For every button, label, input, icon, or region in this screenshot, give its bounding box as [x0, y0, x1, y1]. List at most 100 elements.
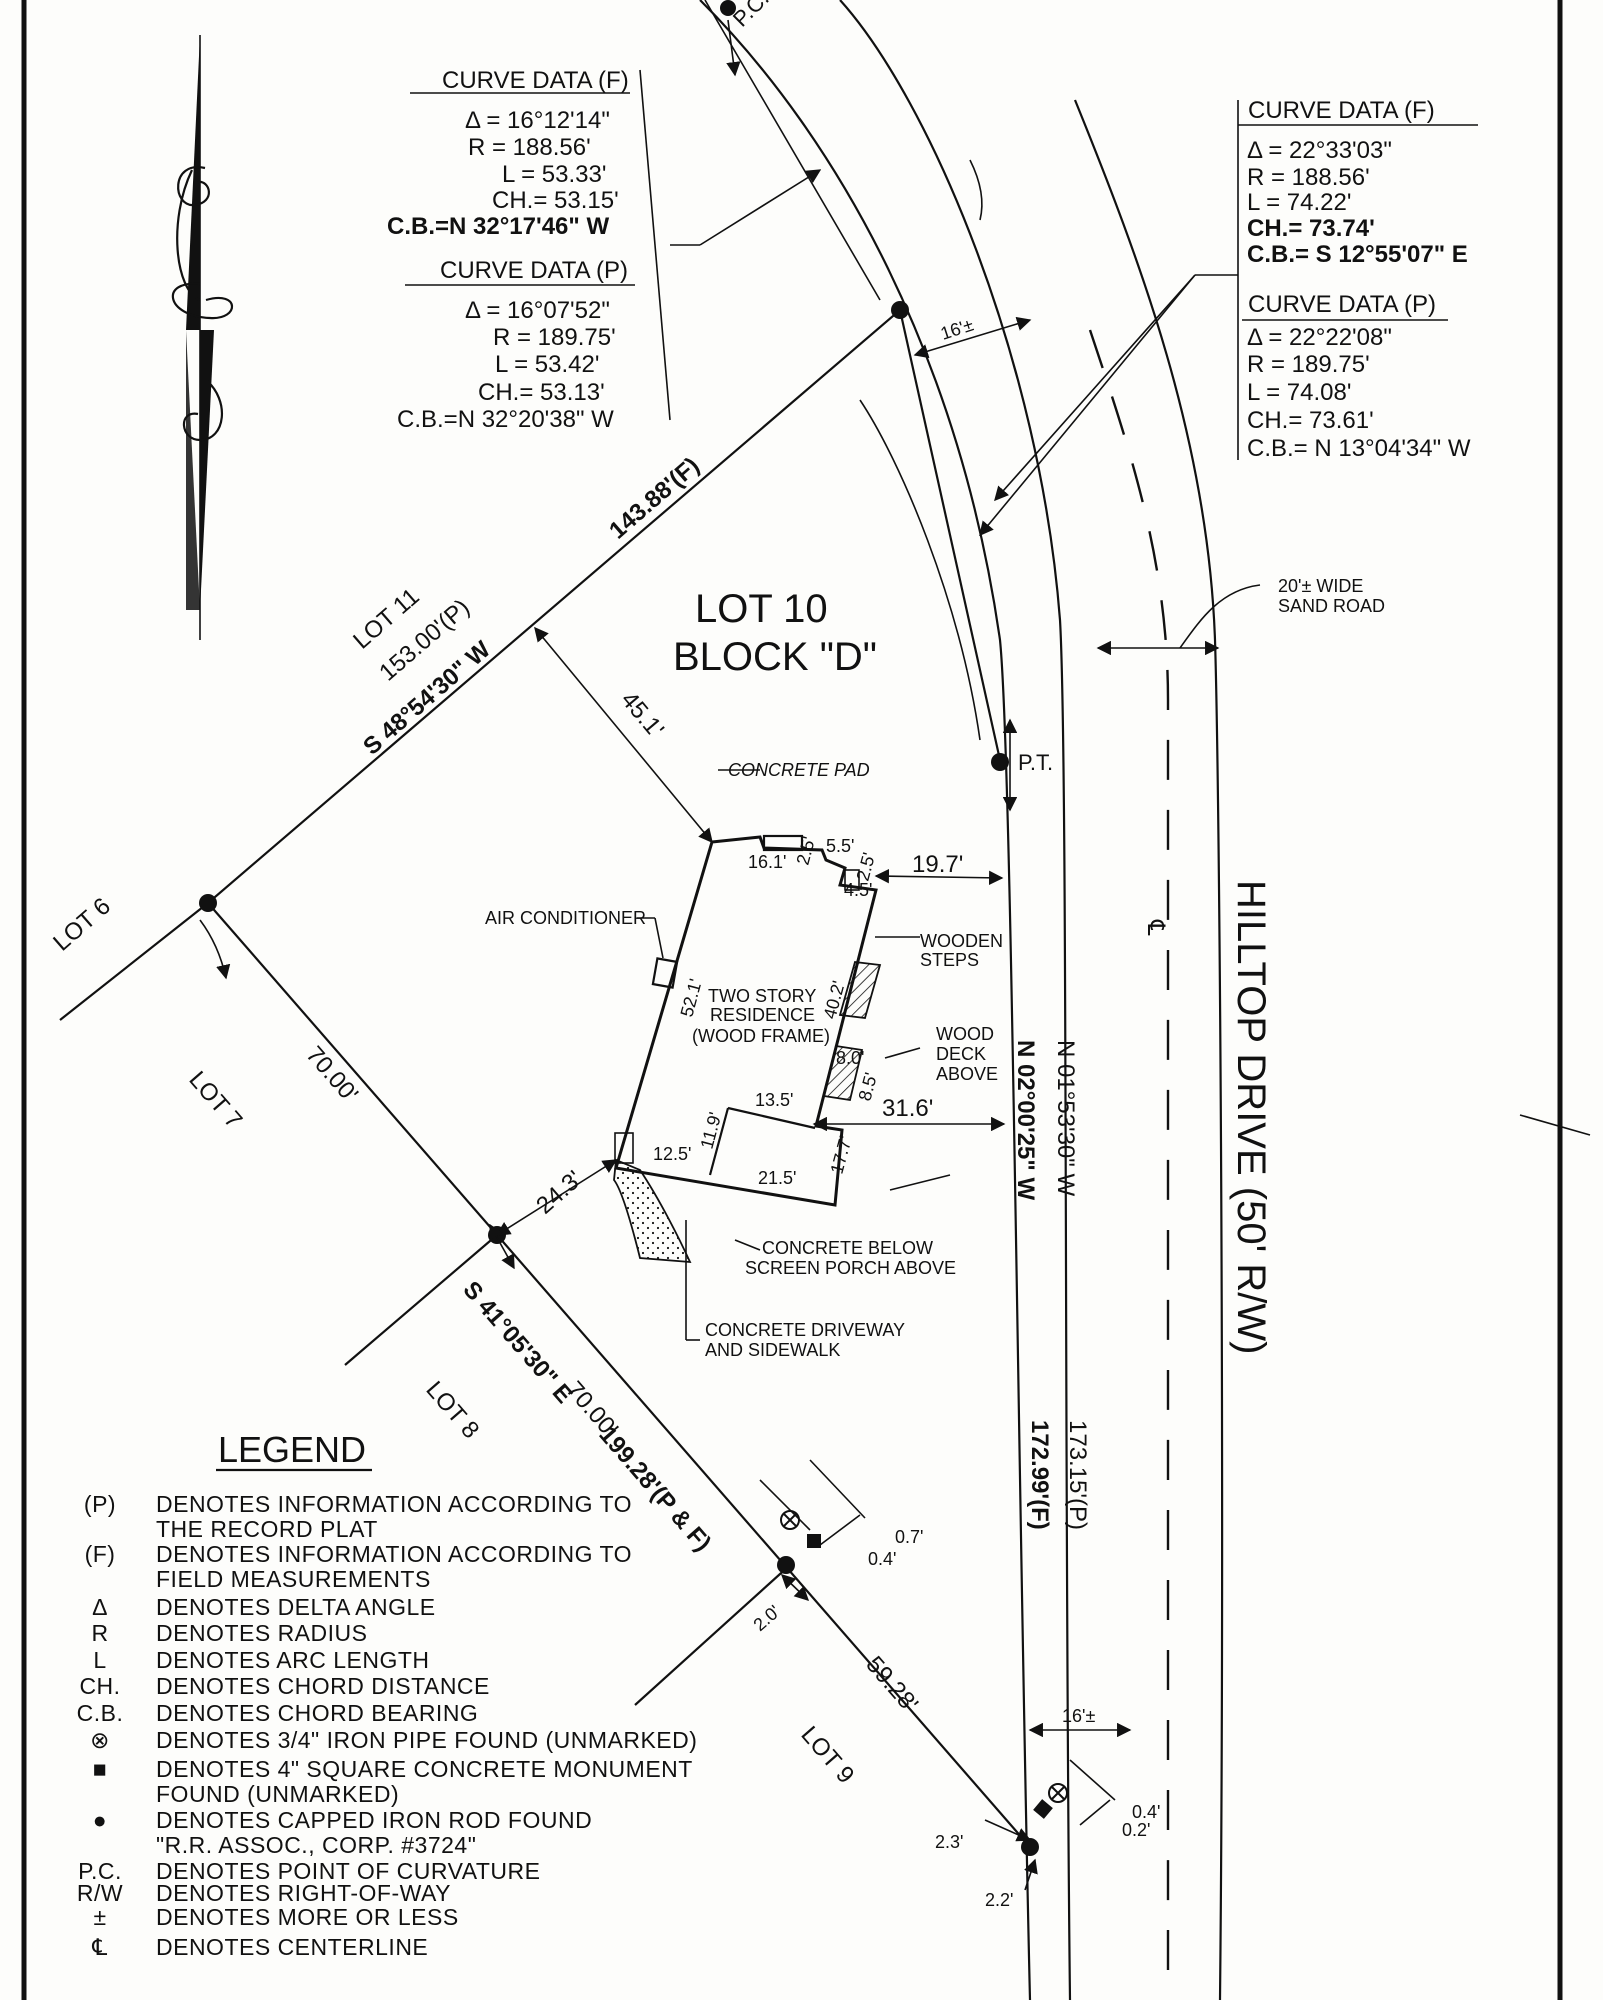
curve-title: CURVE DATA (P) [1248, 291, 1436, 318]
wood-deck-label: ABOVE [936, 1064, 998, 1084]
curve-title: CURVE DATA (F) [442, 67, 629, 94]
curve-bearing: C.B.=N 32°20'38" W [397, 406, 614, 433]
concrete-driveway [613, 1132, 692, 1264]
curve-radius: R = 188.56' [1247, 164, 1370, 191]
wooden-steps-label: WOODEN [920, 931, 1003, 951]
legend-text: DENOTES 3/4" IRON PIPE FOUND (UNMARKED) [156, 1727, 697, 1753]
dimension: 12.5' [653, 1144, 691, 1164]
residence-outline [614, 834, 878, 1207]
legend-text: DENOTES ARC LENGTH [156, 1647, 430, 1673]
curve-data-f-left: CURVE DATA (F) Δ = 16°12'14" R = 188.56'… [387, 67, 629, 240]
dimension: 4.5' [844, 880, 872, 900]
air-conditioner [637, 917, 679, 989]
legend-symbol: ± [93, 1904, 106, 1930]
curve-chord: CH.= 53.15' [492, 187, 619, 214]
residence-label: TWO STORY [708, 986, 816, 1006]
curve-length: L = 74.08' [1247, 379, 1351, 406]
legend-symbol: ℄ [91, 1934, 107, 1960]
curve-data-f-right: CURVE DATA (F) Δ = 22°33'03" R = 188.56'… [1247, 97, 1468, 268]
dimension: 143.88'(F) [604, 452, 705, 544]
wood-deck [822, 1044, 864, 1102]
air-conditioner-label: AIR CONDITIONER [485, 908, 646, 928]
dimension: 2.5' [853, 850, 880, 883]
curve-length: L = 53.42' [495, 351, 599, 378]
legend-text: DENOTES RIGHT-OF-WAY [156, 1880, 451, 1906]
wooden-steps-label: STEPS [920, 950, 979, 970]
curve-chord: CH.= 53.13' [478, 379, 605, 406]
legend-title: LEGEND [218, 1429, 366, 1470]
curve-delta: Δ = 22°33'03" [1247, 137, 1392, 164]
dimension: 16'± [1062, 1706, 1095, 1726]
legend-symbol: P.C. [78, 1858, 122, 1884]
dimension: 17.7' [827, 1134, 856, 1176]
driveway-label: AND SIDEWALK [705, 1340, 840, 1360]
legend-text: DENOTES CAPPED IRON ROD FOUND [156, 1807, 592, 1833]
curve-bearing: C.B.=N 32°17'46" W [387, 213, 609, 240]
residence-label: (WOOD FRAME) [692, 1026, 830, 1046]
legend-text: DENOTES RADIUS [156, 1620, 367, 1646]
legend-symbol: (F) [85, 1541, 116, 1567]
curve-title: CURVE DATA (F) [1248, 97, 1435, 124]
dimension: 11.9' [697, 1110, 726, 1151]
legend-symbol: (P) [84, 1491, 116, 1517]
dimension-arrows [199, 19, 1591, 1891]
dimension: 2.3' [935, 1832, 963, 1852]
road-name: HILLTOP DRIVE (50' R/W) [1229, 880, 1273, 1354]
concrete-below-label: CONCRETE BELOW [762, 1238, 933, 1258]
dimension: 5.5' [826, 836, 854, 856]
dimension: 0.4' [1132, 1802, 1160, 1822]
legend-text: DENOTES INFORMATION ACCORDING TO [156, 1541, 632, 1567]
legend-symbol: C.B. [77, 1700, 124, 1726]
curve-delta: Δ = 16°07'52" [465, 297, 610, 324]
lot-boundaries [59, 0, 1031, 1848]
legend-text: DENOTES CHORD DISTANCE [156, 1673, 490, 1699]
curve-radius: R = 188.56' [468, 134, 591, 161]
block-label: BLOCK "D" [673, 635, 877, 679]
curve-radius: R = 189.75' [493, 324, 616, 351]
legend: LEGEND (P) DENOTES INFORMATION ACCORDING … [77, 1429, 697, 1960]
dimension: 13.5' [755, 1090, 793, 1110]
dimension: 173.15'(P) [1064, 1420, 1091, 1530]
dimension: 199.28'(P & F) [593, 1421, 716, 1556]
dimension: 172.99'(F) [1026, 1420, 1053, 1530]
curve-title: CURVE DATA (P) [440, 257, 628, 284]
dimension: 2.0' [750, 1601, 785, 1635]
dimension: 0.2' [1122, 1820, 1150, 1840]
legend-symbol: Δ [92, 1594, 108, 1620]
legend-text: DENOTES CENTERLINE [156, 1934, 428, 1960]
dimension: 19.7' [912, 851, 963, 878]
pt-label: P.T. [1018, 750, 1053, 775]
legend-text: FOUND (UNMARKED) [156, 1781, 399, 1807]
curve-length: L = 53.33' [502, 161, 606, 188]
lot8-label: LOT 8 [420, 1376, 484, 1444]
dimension: 52.1' [677, 977, 706, 1019]
dimension: 0.7' [895, 1527, 923, 1547]
centerline-symbol: ℄ [1142, 919, 1169, 936]
legend-text: DENOTES DELTA ANGLE [156, 1594, 436, 1620]
legend-symbol: R/W [77, 1880, 123, 1906]
dimension: N 02°00'25" W [1012, 1040, 1039, 1200]
legend-symbol: R [91, 1620, 108, 1646]
dimension: 2.2' [985, 1890, 1013, 1910]
curve-length: L = 74.22' [1247, 189, 1351, 216]
concrete-below-label: SCREEN PORCH ABOVE [745, 1258, 956, 1278]
curve-leaders [410, 69, 1478, 537]
legend-text: DENOTES CHORD BEARING [156, 1700, 478, 1726]
legend-symbol: ■ [93, 1756, 107, 1782]
curve-delta: Δ = 22°22'08" [1247, 324, 1392, 351]
wood-deck-label: WOOD [936, 1024, 994, 1044]
concrete-pad-label: CONCRETE PAD [728, 760, 870, 780]
dimension: 16'± [938, 314, 976, 343]
legend-text: DENOTES MORE OR LESS [156, 1904, 459, 1930]
legend-symbol: ● [93, 1807, 107, 1833]
dimension: 2.5' [793, 834, 820, 867]
legend-text: DENOTES INFORMATION ACCORDING TO [156, 1491, 632, 1517]
curve-bearing: C.B.= S 12°55'07" E [1247, 241, 1468, 268]
legend-symbol: L [93, 1647, 106, 1673]
dimension: 16.1' [748, 852, 786, 872]
dimension: N 01°53'30" W [1052, 1040, 1079, 1196]
legend-text: FIELD MEASUREMENTS [156, 1566, 431, 1592]
dimension: 21.5' [758, 1168, 796, 1188]
lot6-label: LOT 6 [48, 893, 116, 957]
dimension: 70.00' [560, 1376, 623, 1442]
